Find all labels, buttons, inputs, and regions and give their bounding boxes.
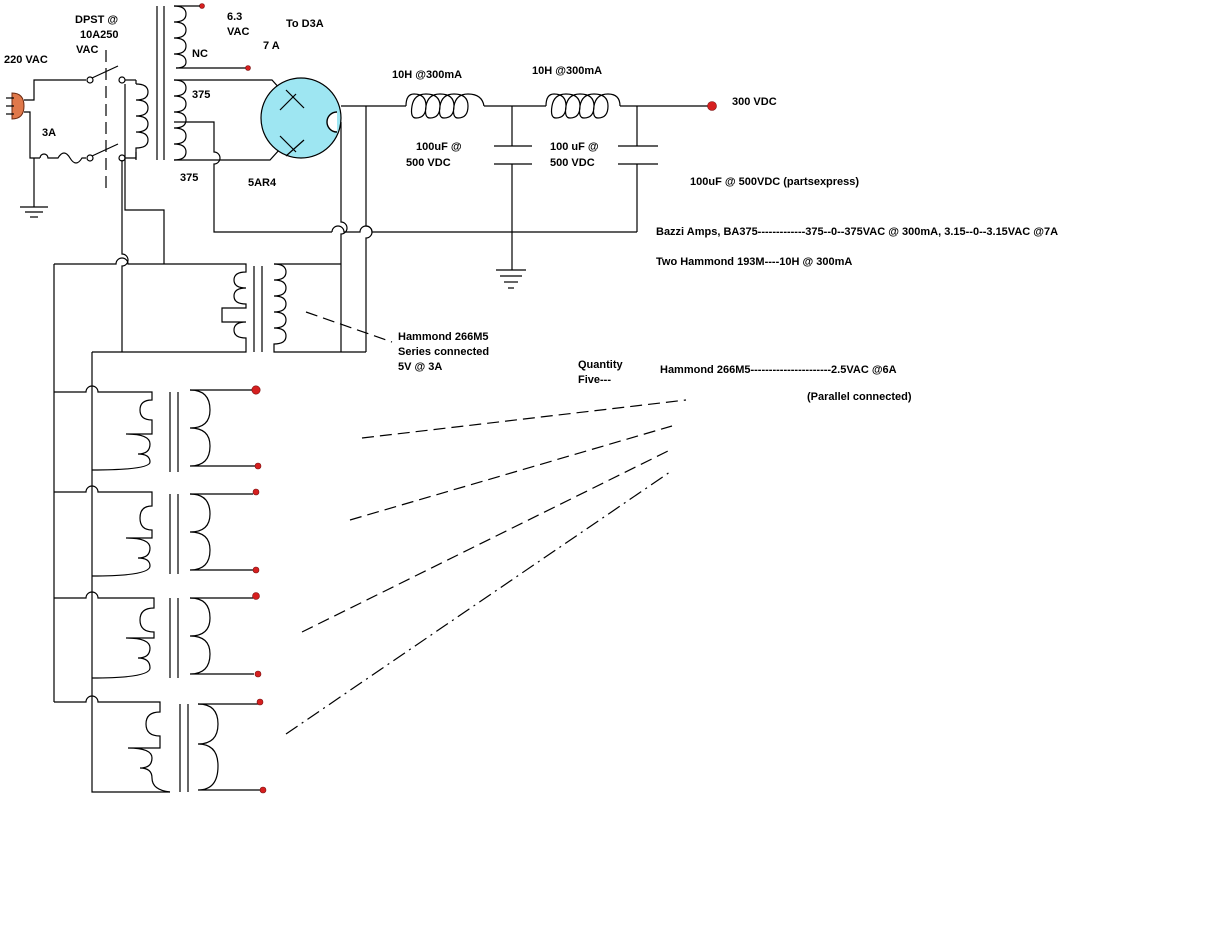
bank-transformer-4	[54, 695, 262, 793]
heater-label-line3: 7 A	[263, 40, 280, 52]
output-terminal	[707, 101, 717, 111]
rectifier-label: 5AR4	[248, 177, 277, 189]
to-tube-label: To D3A	[286, 18, 324, 30]
output-label: 300 VDC	[732, 96, 777, 108]
capacitor-1	[494, 106, 532, 270]
dpst-switch	[86, 50, 126, 190]
rectifier-tube-5ar4	[260, 77, 342, 159]
switch-label-line3: VAC	[76, 44, 98, 56]
power-transformer-note: Bazzi Amps, BA375-------------375--0--37…	[656, 226, 1058, 238]
nc-label: NC	[192, 48, 208, 60]
fuse-label: 3A	[42, 127, 56, 139]
switch-label-line2: 10A250	[80, 29, 119, 41]
bank-label: Hammond 266M5----------------------2.5VA…	[660, 364, 897, 376]
fuse-symbol	[39, 152, 86, 164]
choke-1	[405, 93, 485, 119]
quantity-label-line2: Five---	[578, 374, 611, 386]
bank-note: (Parallel connected)	[807, 391, 912, 403]
capacitor-1-label-line1: 100uF @	[416, 141, 462, 153]
tap-label-upper: 375	[192, 89, 210, 101]
filament-transformer-series	[122, 263, 366, 353]
mains-plug	[6, 92, 25, 120]
heater-label-line1: 6.3	[227, 11, 242, 23]
bank-transformer-1	[54, 385, 256, 472]
choke-1-label: 10H @300mA	[392, 69, 462, 81]
choke-2	[545, 93, 621, 119]
capacitor-2-label-line1: 100 uF @	[550, 141, 599, 153]
choke-2-label: 10H @300mA	[532, 65, 602, 77]
mains-label: 220 VAC	[4, 54, 48, 66]
switch-label-line1: DPST @	[75, 14, 118, 26]
heater-label-line2: VAC	[227, 26, 249, 38]
bank-transformer-3	[54, 591, 254, 679]
filament-label-line1: Hammond 266M5	[398, 331, 488, 343]
chokes-note: Two Hammond 193M----10H @ 300mA	[656, 256, 852, 268]
ground-symbol-filter	[496, 269, 526, 289]
capacitors-note: 100uF @ 500VDC (partsexpress)	[690, 176, 859, 188]
tap-label-lower: 375	[180, 172, 198, 184]
filament-label-line2: Series connected	[398, 346, 489, 358]
capacitor-2	[618, 106, 658, 232]
power-transformer	[135, 5, 187, 161]
filament-label-line3: 5V @ 3A	[398, 361, 442, 373]
bank-transformer-2	[54, 485, 254, 577]
quantity-label-line1: Quantity	[578, 359, 623, 371]
ground-symbol-mains	[20, 158, 48, 218]
capacitor-1-label-line2: 500 VDC	[406, 157, 451, 169]
capacitor-2-label-line2: 500 VDC	[550, 157, 595, 169]
